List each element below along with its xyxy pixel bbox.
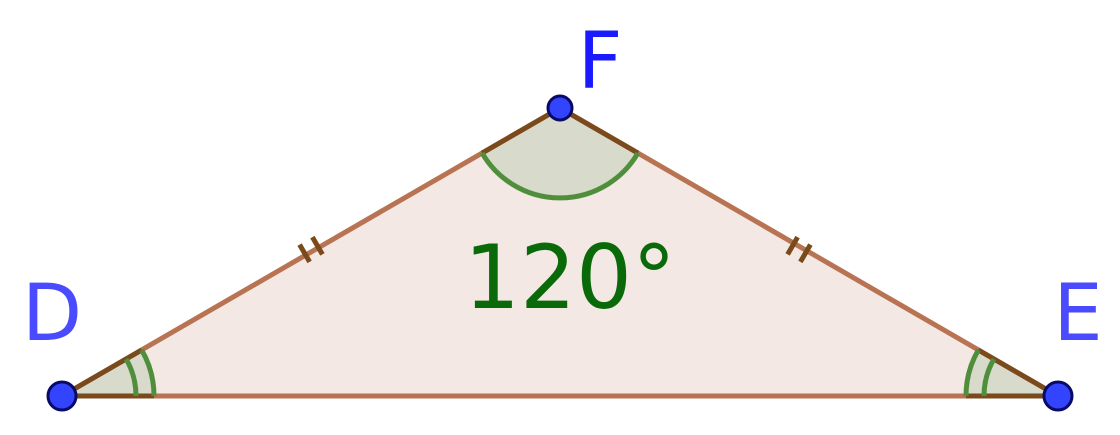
tick-marks-df: [297, 235, 325, 264]
angle-e-arcs: [963, 348, 997, 397]
vertex-f-label: F: [578, 17, 623, 107]
side-df: [60, 105, 562, 399]
vertex-f-point[interactable]: [546, 94, 574, 122]
vertex-d-label: D: [22, 269, 82, 359]
vertex-e-label: E: [1053, 269, 1102, 359]
angle-f-sector: [482, 108, 638, 198]
angle-f-label: 120°: [464, 226, 676, 329]
tick-marks-fe: [785, 235, 813, 264]
vertex-d-point[interactable]: [46, 380, 78, 412]
angle-d-arcs: [123, 348, 157, 397]
triangle-fill: [62, 108, 1058, 396]
vertex-e-point[interactable]: [1042, 380, 1074, 412]
angle-f-arc: [479, 151, 641, 201]
